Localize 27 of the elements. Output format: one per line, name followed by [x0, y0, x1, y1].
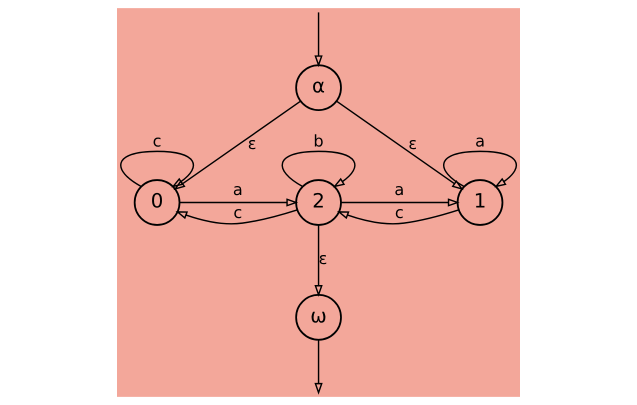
arrow — [336, 100, 464, 190]
edge-label: ε — [318, 248, 328, 268]
edge-label: a — [232, 180, 243, 199]
edge-label: a — [394, 180, 404, 199]
edge-label: c — [233, 203, 242, 222]
edge-label: c — [394, 203, 404, 222]
arrow — [314, 225, 323, 297]
arrow — [175, 209, 298, 224]
node-circle: 2 — [295, 179, 342, 226]
node-circle: α — [295, 64, 342, 111]
node-circle: 0 — [134, 179, 180, 226]
arrow — [120, 150, 194, 188]
edge-label: ε — [248, 134, 257, 154]
node-circle: ω — [295, 294, 342, 341]
arrow — [336, 209, 459, 224]
edge-label: a — [475, 131, 485, 150]
arrow — [180, 198, 298, 207]
arrow — [173, 100, 301, 190]
edge-label: c — [152, 131, 162, 150]
arrow — [443, 150, 517, 188]
node-circle: 1 — [456, 179, 504, 226]
arrow — [314, 340, 323, 395]
edge-label: b — [313, 131, 324, 150]
arrow — [341, 198, 460, 207]
edge-label: ε — [408, 134, 418, 154]
arrow — [314, 12, 323, 68]
arrow — [282, 150, 356, 188]
